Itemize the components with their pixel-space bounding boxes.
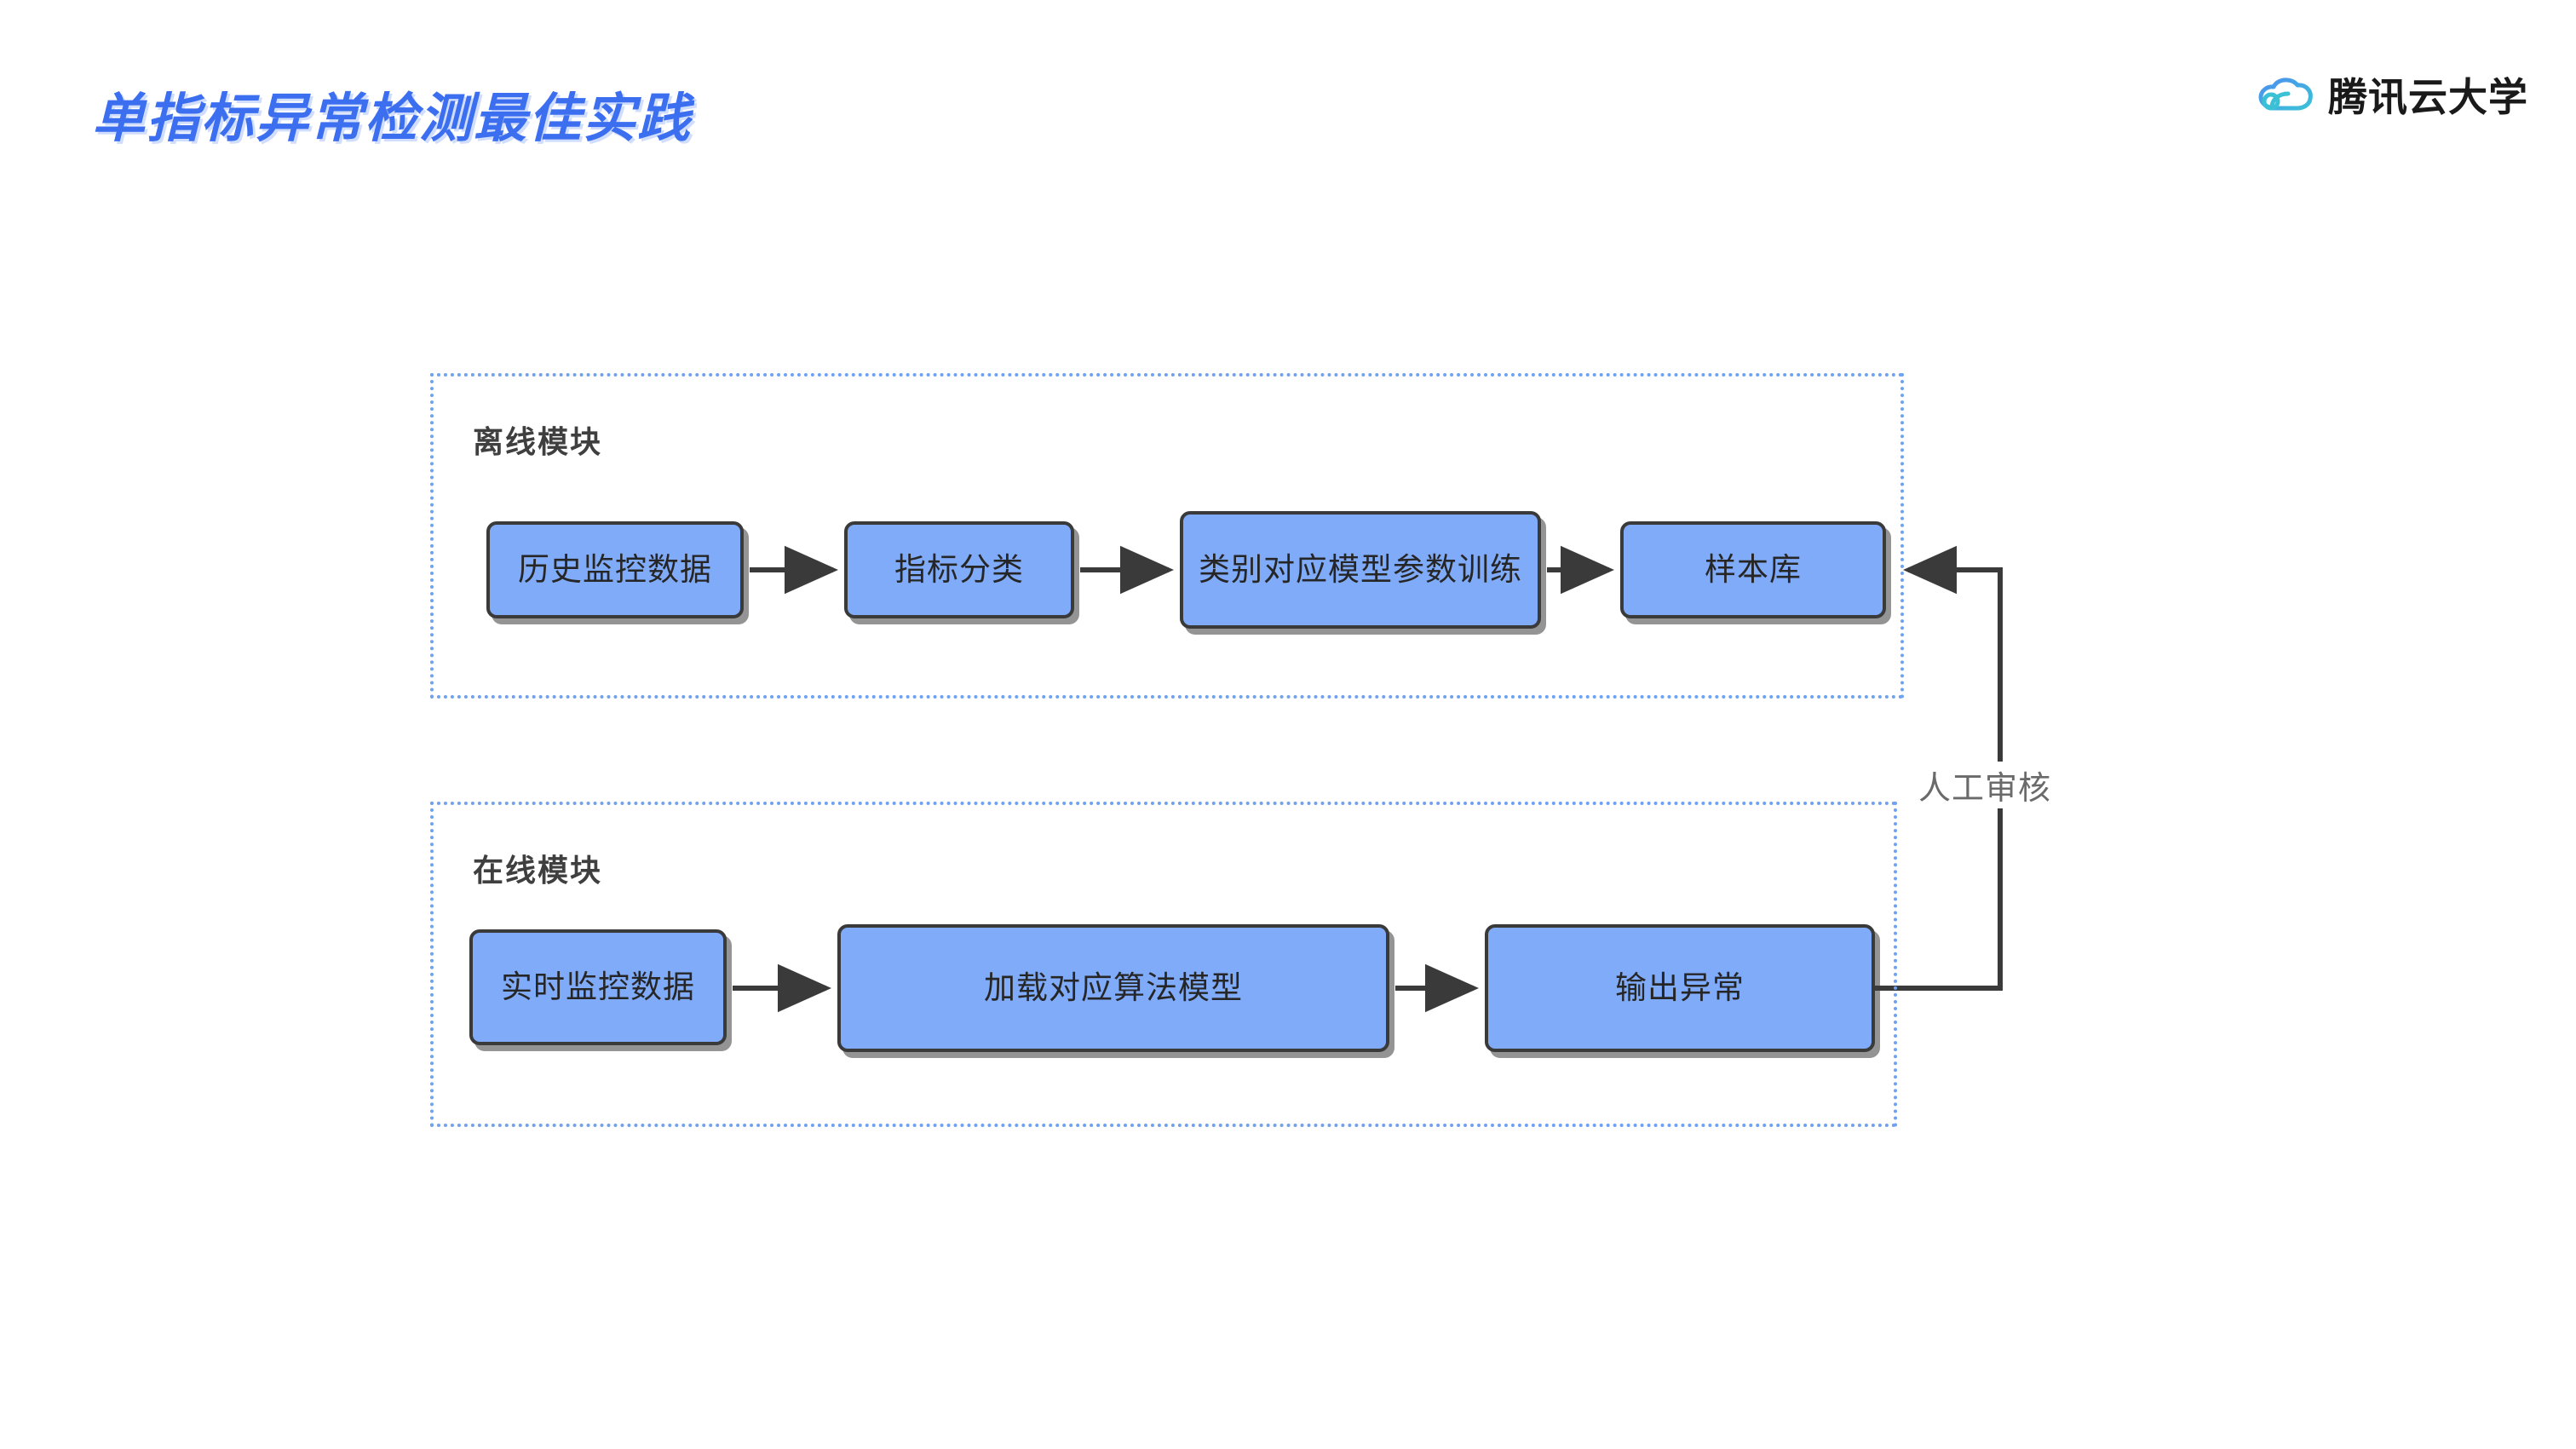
node-label: 类别对应模型参数训练: [1199, 552, 1522, 588]
node-label: 输出异常: [1615, 970, 1745, 1006]
node-category-model-parameter-training[interactable]: 类别对应模型参数训练: [1180, 511, 1541, 629]
brand-logo: 腾讯云大学: [2258, 66, 2528, 123]
node-metric-classification[interactable]: 指标分类: [844, 521, 1074, 618]
node-label: 实时监控数据: [501, 969, 695, 1005]
group-offline-label: 离线模块: [473, 424, 603, 459]
cloud-icon: [2258, 78, 2313, 111]
node-label: 历史监控数据: [518, 552, 712, 588]
page-title: 单指标异常检测最佳实践: [92, 89, 693, 148]
node-historical-monitoring-data[interactable]: 历史监控数据: [486, 521, 744, 618]
node-realtime-monitoring-data[interactable]: 实时监控数据: [469, 929, 727, 1045]
group-offline-module: [430, 373, 1904, 699]
group-online-label: 在线模块: [473, 853, 603, 888]
node-label: 指标分类: [894, 552, 1024, 588]
node-label: 加载对应算法模型: [984, 970, 1243, 1006]
brand-name: 腾讯云大学: [2328, 75, 2528, 119]
node-output-anomaly[interactable]: 输出异常: [1485, 924, 1875, 1052]
edge-label-manual-review: 人工审核: [1915, 762, 2056, 808]
group-online-module: [430, 802, 1897, 1127]
node-load-algorithm-model[interactable]: 加载对应算法模型: [837, 924, 1389, 1052]
node-sample-library[interactable]: 样本库: [1620, 521, 1886, 618]
node-label: 样本库: [1705, 552, 1802, 588]
